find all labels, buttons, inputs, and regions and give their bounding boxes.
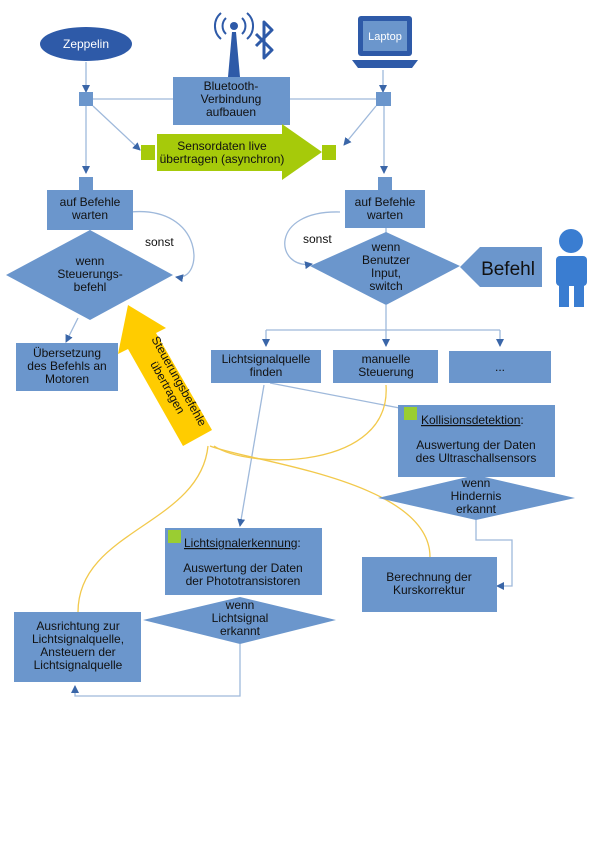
decision-right-label-line: Benutzer [362, 253, 410, 267]
kurskorrektur-label-line: Kurskorrektur [393, 583, 465, 597]
lichtsignalquelle-finden-label-line: Lichtsignalquelle [222, 352, 311, 366]
decision-left-label-line: Steuerungs- [57, 267, 122, 281]
decision-left-label-line: wenn [75, 254, 105, 268]
lichtsignalquelle-finden-label-line: finden [250, 365, 283, 379]
decision-lichtsignal-label-line: erkannt [220, 624, 261, 638]
wait-right-label-line: auf Befehle [355, 195, 416, 209]
decision-hindernis-label-line: Hindernis [451, 489, 502, 503]
manuelle-steuerung-label-line: Steuerung [358, 365, 413, 379]
antenna-icon [214, 12, 254, 77]
uebersetzung-label-line: Motoren [45, 372, 89, 386]
connector-squares [79, 92, 392, 190]
sonst-right-label: sonst [303, 232, 332, 246]
laptop-label: Laptop [368, 31, 402, 43]
lichtsignalerkennung-body-line: der Phototransistoren [186, 574, 301, 588]
zeppelin-label: Zeppelin [63, 37, 109, 51]
decision-lichtsignal-label-line: wenn [225, 598, 255, 612]
decision-left-label-line: befehl [74, 280, 107, 294]
lichtsignalerkennung-box: Lichtsignalerkennung: Auswertung der Dat… [165, 528, 322, 595]
decision-right-label-line: switch [369, 279, 402, 293]
bluetooth-connection-label-line: Bluetooth- [204, 79, 259, 93]
kollisionsdetektion-box: Kollisionsdetektion: Auswertung der Date… [398, 405, 555, 477]
ausrichtung-label-line: Lichtsignalquelle, [32, 632, 124, 646]
sensordaten-label-line: Sensordaten live [177, 139, 267, 153]
kollisionsdetektion-body-line: des Ultraschallsensors [416, 451, 537, 465]
kollisionsdetektion-body-line: Auswertung der Daten [416, 438, 535, 452]
befehl-arrow: Befehl [460, 247, 542, 287]
bluetooth-connection-label-line: aufbauen [206, 105, 256, 119]
ausrichtung-label-line: Lichtsignalquelle [34, 658, 123, 672]
bluetooth-icon [254, 20, 274, 60]
wait-right-label-line: warten [366, 208, 403, 222]
wait-left-label-line: auf Befehle [60, 195, 121, 209]
decision-right-label-line: Input, [371, 266, 401, 280]
decision-lichtsignal-label-line: Lichtsignal [212, 611, 269, 625]
steuerungsbefehle-arrow: Steuerungsbefehleübertragen [118, 305, 212, 446]
connector-lines [65, 62, 513, 697]
kollisionsdetektion-title: Kollisionsdetektion: [421, 413, 524, 427]
sensordaten-label-line: übertragen (asynchron) [160, 152, 285, 166]
more-options-box: ... [449, 351, 551, 383]
uebersetzung-label-line: des Befehls an [27, 359, 106, 373]
lichtsignalerkennung-title: Lichtsignalerkennung: [184, 536, 301, 550]
person-icon [556, 229, 587, 307]
wait-left-label-line: warten [71, 208, 108, 222]
befehl-label: Befehl [481, 259, 535, 280]
manuelle-steuerung-label-line: manuelle [362, 352, 411, 366]
yellow-curves [77, 384, 431, 613]
kurskorrektur-label-line: Berechnung der [386, 570, 471, 584]
decision-right-label-line: wenn [371, 240, 401, 254]
bluetooth-connection-label-line: Verbindung [201, 92, 262, 106]
decision-hindernis-label-line: wenn [461, 476, 491, 490]
laptop-icon: Laptop [352, 16, 418, 68]
lichtsignalerkennung-body-line: Auswertung der Daten [183, 561, 302, 575]
decision-hindernis-label-line: erkannt [456, 502, 497, 516]
ausrichtung-label-line: Ansteuern der [40, 645, 115, 659]
sonst-left-label: sonst [145, 235, 174, 249]
uebersetzung-label-line: Übersetzung [33, 346, 101, 360]
zeppelin-node: Zeppelin [40, 27, 132, 61]
ausrichtung-label-line: Ausrichtung zur [36, 619, 119, 633]
more-options-label: ... [495, 360, 505, 374]
